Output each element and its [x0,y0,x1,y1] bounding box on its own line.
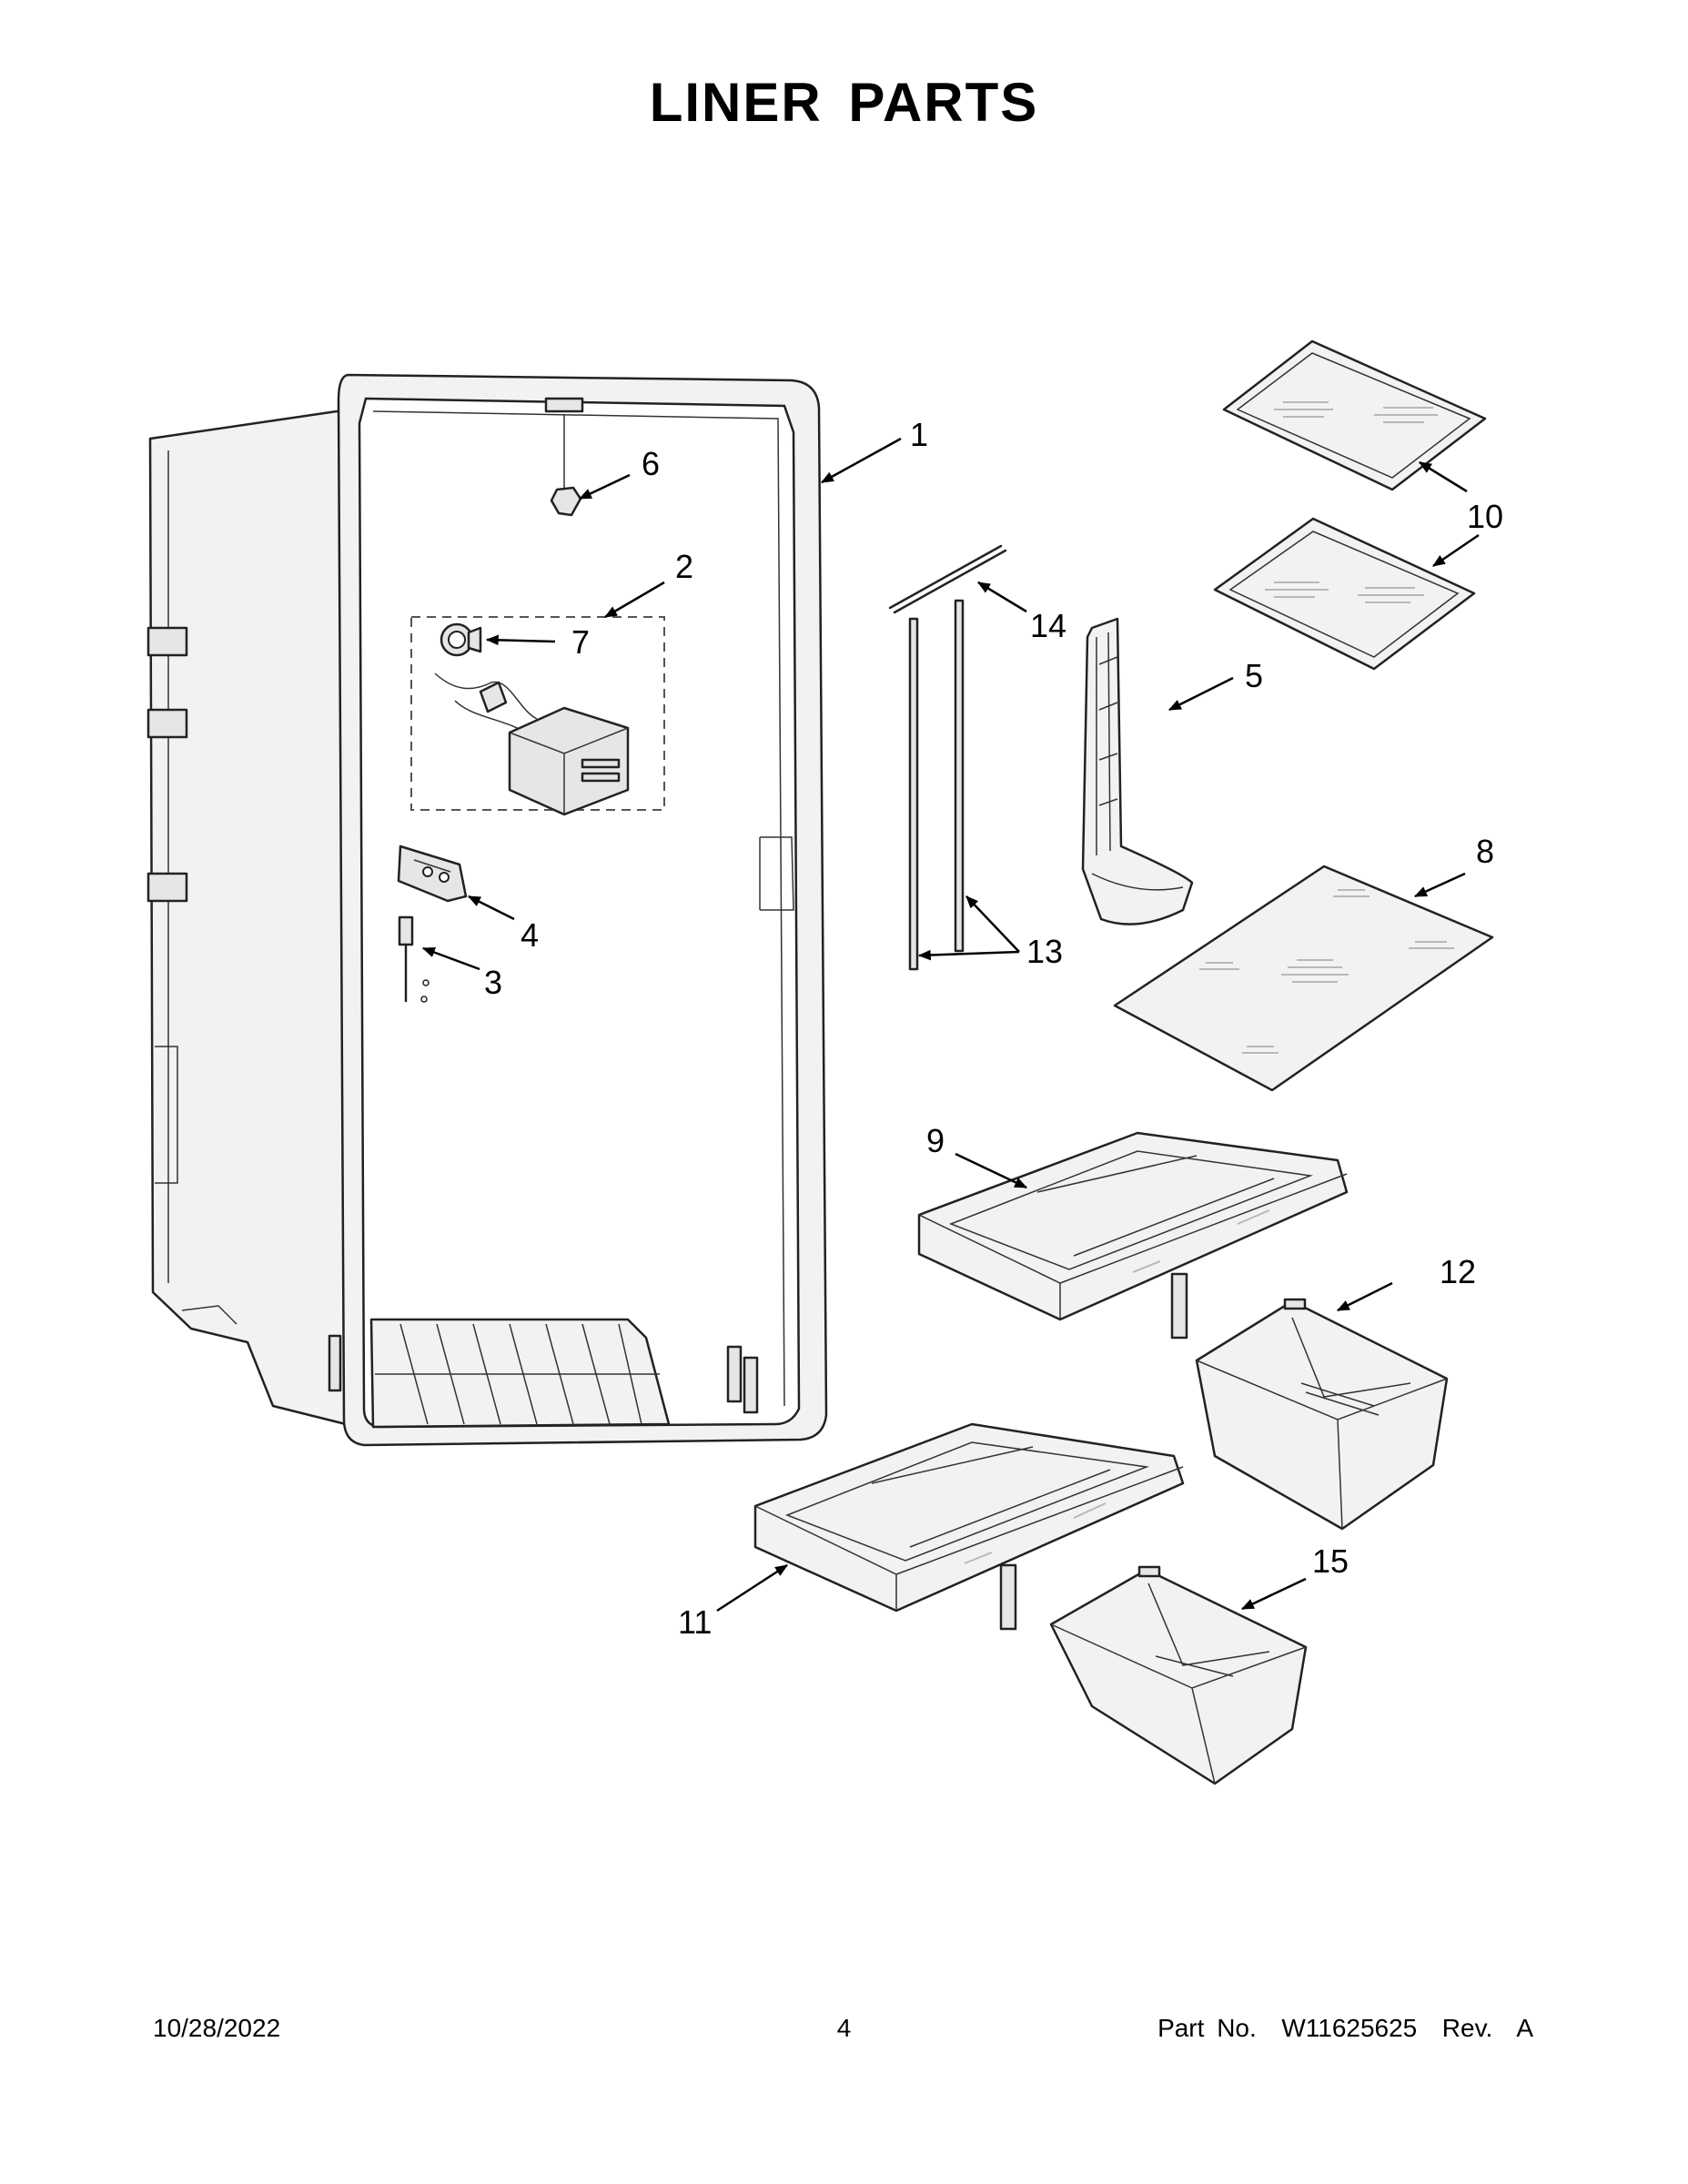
callout-4: 4 [521,916,539,954]
part-6-sensor [550,414,582,517]
part-12-bin [1195,1298,1449,1531]
callout-14: 14 [1030,607,1066,644]
footer-date: 10/28/2022 [153,2014,281,2042]
callout-1: 1 [910,416,928,453]
callout-2: 2 [675,548,693,585]
part-4-light-housing [397,844,468,903]
callout-8: 8 [1476,833,1494,870]
part-2-control-assembly [410,616,665,816]
part-8-glass-panel [1113,864,1494,1092]
callout-labels: 1 2 3 4 5 6 7 8 9 10 11 12 13 14 15 [484,416,1503,1641]
footer-page-number: 4 [836,2014,852,2042]
part-14-top-strip [888,544,1007,614]
part-10-glass-shelf-lower [1213,517,1476,671]
part-11-shelf [753,1422,1185,1631]
callout-13: 13 [1026,933,1063,970]
callout-7: 7 [571,623,590,661]
callout-15: 15 [1312,1542,1349,1580]
callout-10: 10 [1467,498,1503,535]
liner-floor-ribs [369,1318,671,1429]
part-7-damper [440,622,482,657]
part-10-glass-shelf-upper [1222,339,1487,491]
part-15-bin [1049,1565,1308,1785]
page-title: LINER PARTS [649,72,1039,133]
callout-11: 11 [678,1603,712,1641]
footer-part-number: Part No. W11625625 Rev. A [1157,2014,1533,2042]
part-5-shelf-frame [1081,617,1194,925]
callout-9: 9 [926,1122,945,1159]
callout-5: 5 [1245,657,1263,694]
part-1-liner [147,373,828,1447]
part-3-thermistor [398,915,430,1003]
callout-arrows [421,437,1480,1613]
callout-12: 12 [1440,1253,1476,1290]
callout-3: 3 [484,964,502,1001]
callout-6: 6 [642,445,660,482]
part-13-vertical-strips [908,599,965,971]
